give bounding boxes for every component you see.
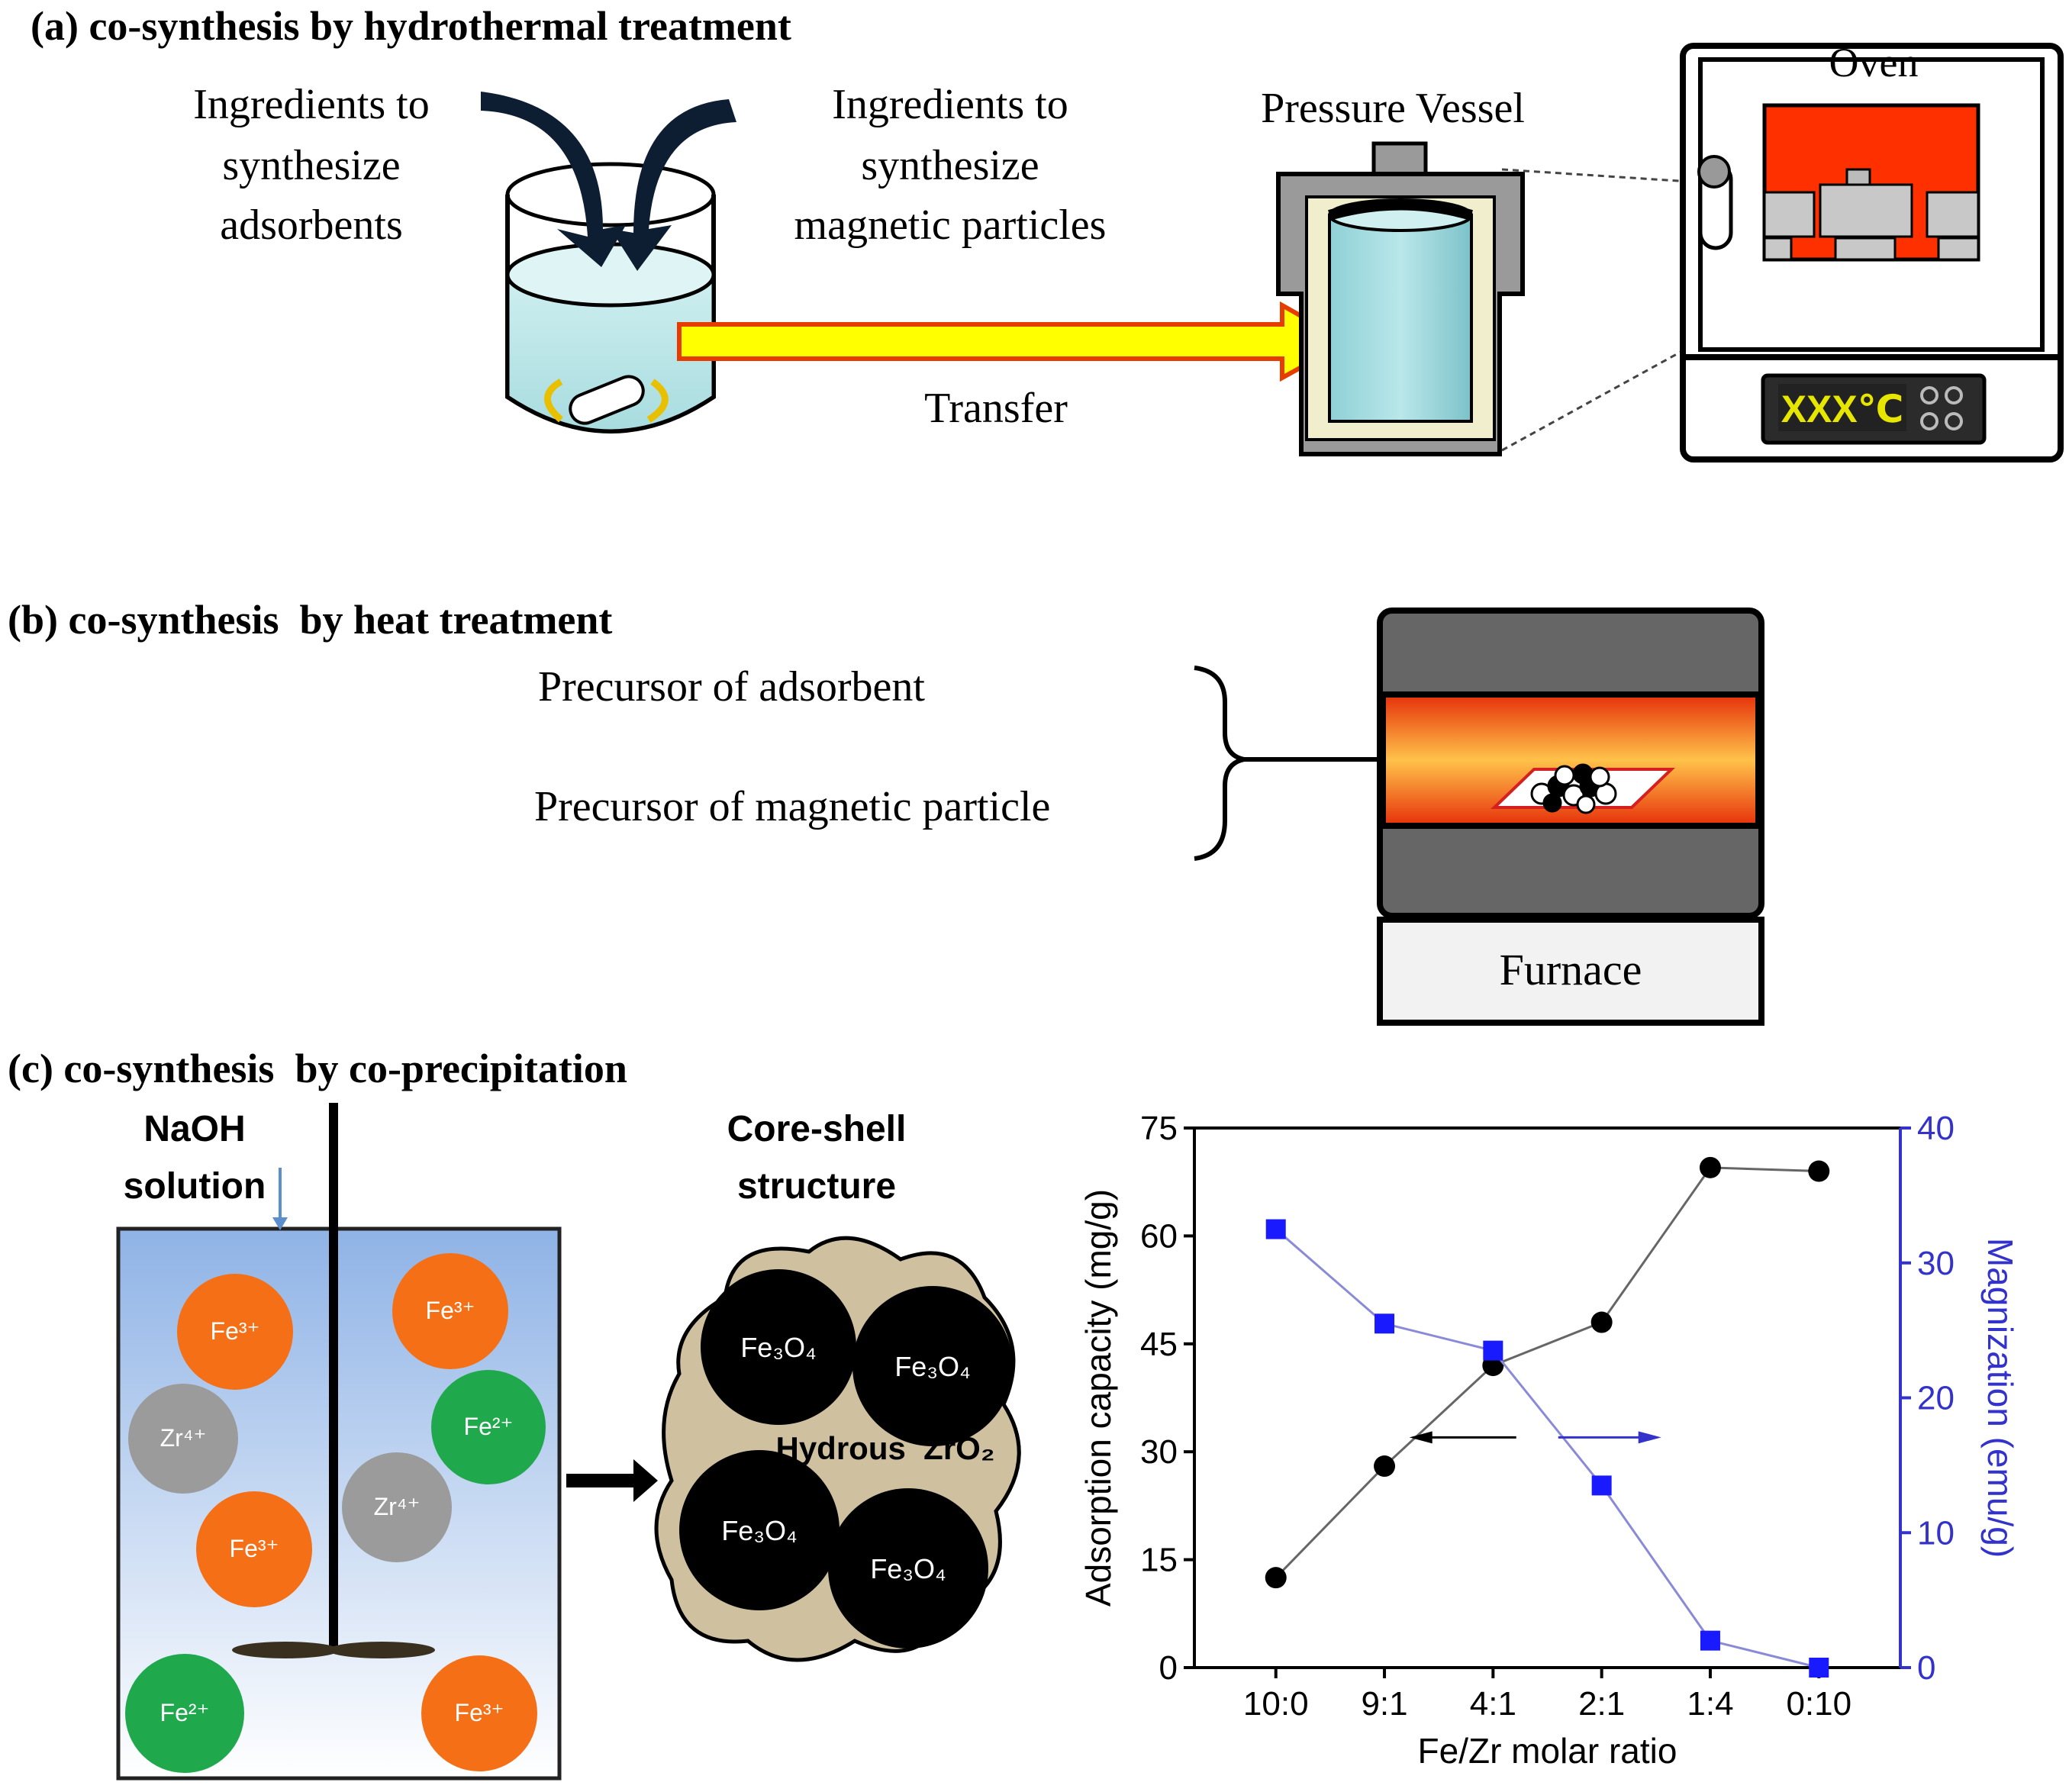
- ingredients-adsorbents-line3: adsorbents: [220, 201, 403, 249]
- stir-arrow-right-icon: [646, 379, 669, 423]
- y-tick-label: 60: [1140, 1217, 1178, 1255]
- ingredients-adsorbents-line1: Ingredients to: [193, 81, 429, 128]
- y-axis-label: Adsorption capacity (mg/g): [1078, 1189, 1118, 1607]
- data-point-right: [1374, 1313, 1395, 1334]
- pressure-vessel: [1276, 141, 1525, 456]
- core-shell-label-line1: Core-shell: [727, 1109, 907, 1149]
- x-tick-label: 10:0: [1243, 1685, 1309, 1723]
- data-point-left: [1265, 1567, 1287, 1589]
- shell-label: Hydrous ZrO₂: [775, 1430, 994, 1466]
- stirrer-blade: [232, 1642, 339, 1658]
- ion-label: Fe²⁺: [160, 1699, 210, 1726]
- furnace-label: Furnace: [1500, 945, 1642, 994]
- ingredients-magnetic-line1: Ingredients to: [832, 81, 1068, 128]
- ion-label: Zr⁴⁺: [160, 1424, 207, 1452]
- ion-label: Fe²⁺: [464, 1413, 514, 1440]
- panel-c: (c) co-synthesis by co-precipitation NaO…: [8, 1046, 2020, 1781]
- panel-a-title: (a) co-synthesis by hydrothermal treatme…: [31, 3, 791, 49]
- ion-label: Fe³⁺: [426, 1297, 475, 1324]
- plot-frame: [1193, 1126, 1902, 1669]
- transfer-arrow-icon: [677, 301, 1352, 382]
- y2-tick-label: 40: [1917, 1110, 1955, 1147]
- y-tick-label: 0: [1159, 1649, 1178, 1687]
- core-label: Fe₃O₄: [740, 1332, 816, 1363]
- naoh-label-line1: NaOH: [143, 1109, 245, 1149]
- y-tick-label: 75: [1140, 1110, 1178, 1147]
- process-arrow-icon: [566, 1459, 658, 1502]
- ingredients-adsorbents-line2: synthesize: [222, 142, 400, 189]
- brace-icon: [1194, 666, 1245, 861]
- ion-label: Fe³⁺: [211, 1317, 260, 1345]
- y-tick-label: 15: [1140, 1542, 1178, 1579]
- y2-tick-label: 20: [1917, 1380, 1955, 1417]
- x-tick-label: 4:1: [1470, 1685, 1516, 1723]
- series-line-left: [1275, 1166, 1819, 1579]
- x-tick-label: 1:4: [1687, 1685, 1733, 1723]
- beaker: [505, 162, 716, 433]
- pressure-vessel-label: Pressure Vessel: [1261, 85, 1525, 132]
- core-shell-particle: Fe₃O₄ Fe₃O₄ Fe₃O₄ Fe₃O₄ Hydrous ZrO₂: [654, 1236, 1021, 1662]
- oven: XXX℃: [1680, 43, 2064, 463]
- oven-label: Oven: [1829, 40, 1919, 85]
- ingredient-arrows-icon: [481, 92, 736, 271]
- stirrer-blade: [328, 1642, 435, 1658]
- data-point-right: [1809, 1658, 1829, 1678]
- naoh-label-line2: solution: [124, 1166, 266, 1207]
- precursor-adsorbent-label: Precursor of adsorbent: [538, 663, 925, 711]
- right-axis-arrow-icon: [1638, 1431, 1661, 1444]
- y2-axis-label: Magnization (emu/g): [1980, 1238, 2020, 1558]
- data-point-right: [1591, 1475, 1612, 1496]
- data-point-right: [1483, 1340, 1503, 1361]
- data-point-left: [1590, 1311, 1613, 1333]
- core-label: Fe₃O₄: [894, 1351, 970, 1382]
- y2-tick-label: 0: [1917, 1649, 1935, 1687]
- sample-particles-icon: [1530, 763, 1617, 814]
- stir-bar: [569, 375, 645, 425]
- x-tick-label: 2:1: [1578, 1685, 1625, 1723]
- ingredients-magnetic-line2: synthesize: [861, 142, 1039, 189]
- oven-temperature-readout: XXX℃: [1781, 388, 1904, 430]
- left-axis-arrow-icon: [1409, 1431, 1433, 1444]
- adsorption-chart: 0 15 30 45 60 75 0 10 20 30 40 10:0 9:1 4:1 2:1 1:4 0:10…: [1078, 1110, 2020, 1771]
- data-point-right: [1700, 1630, 1720, 1651]
- stir-arrow-left-icon: [544, 379, 564, 423]
- ingredients-magnetic-line3: magnetic particles: [794, 201, 1107, 249]
- ion-label: Zr⁴⁺: [374, 1493, 421, 1520]
- reaction-tank: Fe³⁺ Fe³⁺ Zr⁴⁺ Fe²⁺ Fe³⁺ Zr⁴⁺ Fe²⁺ Fe³⁺: [116, 1103, 562, 1781]
- ion-label: Fe³⁺: [230, 1535, 279, 1562]
- transfer-label: Transfer: [924, 385, 1068, 432]
- series-line-right: [1275, 1228, 1819, 1669]
- core-shell-label-line2: structure: [737, 1166, 896, 1207]
- panel-b-title: (b) co-synthesis by heat treatment: [8, 597, 612, 643]
- y2-tick-label: 30: [1917, 1245, 1955, 1282]
- ion-label: Fe³⁺: [455, 1699, 504, 1726]
- data-point-left: [1699, 1156, 1721, 1178]
- x-axis-label: Fe/Zr molar ratio: [1418, 1731, 1677, 1771]
- y-tick-label: 45: [1140, 1326, 1178, 1363]
- oven-knobs-icon: [1920, 386, 1963, 430]
- core-label: Fe₃O₄: [721, 1515, 797, 1546]
- y2-tick-label: 10: [1917, 1514, 1955, 1552]
- panel-a: (a) co-synthesis by hydrothermal treatme…: [31, 3, 2064, 463]
- furnace: [1377, 608, 1764, 1026]
- data-point-left: [1374, 1455, 1396, 1478]
- panel-c-title: (c) co-synthesis by co-precipitation: [8, 1046, 627, 1091]
- data-point-right: [1265, 1219, 1286, 1239]
- x-tick-label: 9:1: [1361, 1685, 1407, 1723]
- core-label: Fe₃O₄: [870, 1553, 946, 1584]
- y-tick-label: 30: [1140, 1433, 1178, 1471]
- data-point-left: [1808, 1160, 1830, 1182]
- x-tick-label: 0:10: [1786, 1685, 1851, 1723]
- panel-b: (b) co-synthesis by heat treatment Precu…: [8, 597, 1764, 1026]
- precursor-magnetic-label: Precursor of magnetic particle: [534, 783, 1050, 830]
